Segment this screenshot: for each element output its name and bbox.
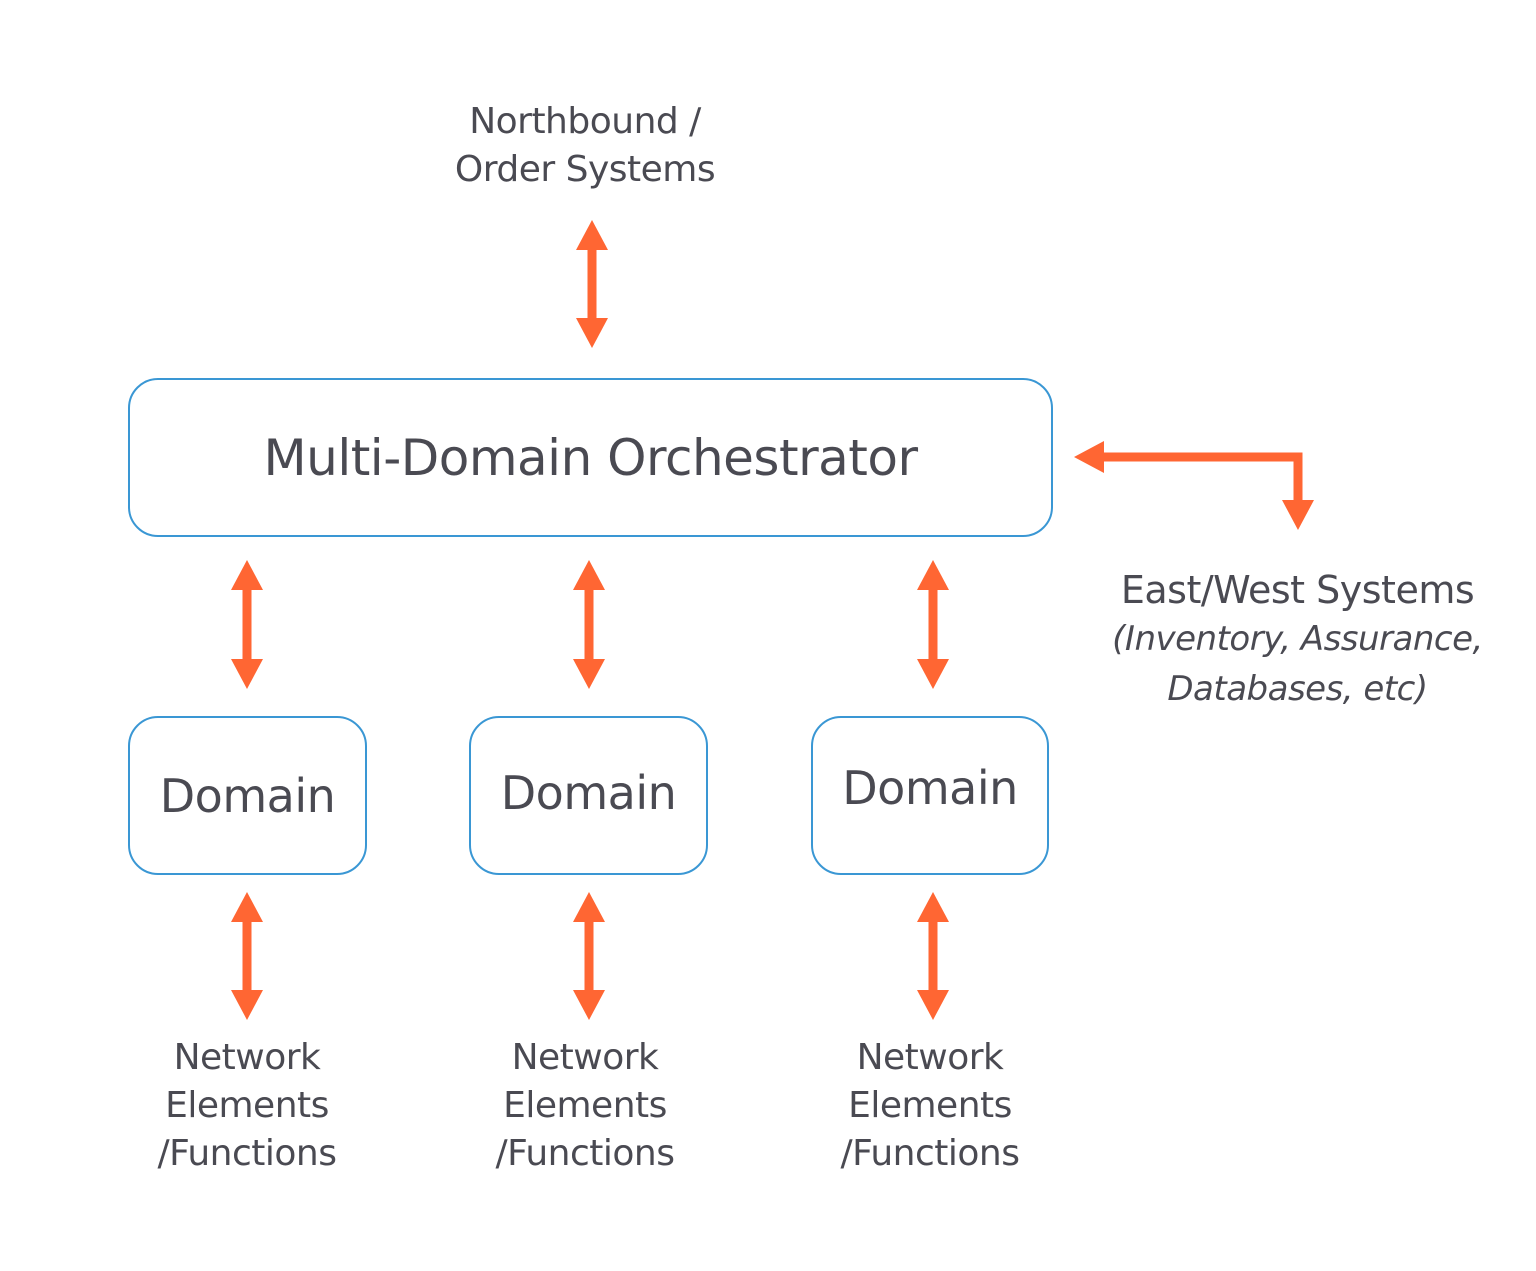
domain-box-3: Domain [811, 716, 1049, 875]
network-elements-1-line-3: /Functions [157, 1133, 337, 1174]
network-elements-2-line-3: /Functions [495, 1133, 675, 1174]
northbound-line-2: Order Systems [454, 149, 716, 190]
domain-network-arrow-3 [917, 892, 949, 1020]
network-elements-label-3: Network Elements /Functions [800, 1034, 1060, 1178]
east-west-detail-line-1: (Inventory, Assurance, [1112, 619, 1483, 659]
northbound-label: Northbound / Order Systems [435, 98, 735, 194]
domain-label-1: Domain [159, 768, 336, 823]
network-elements-2-line-1: Network [511, 1037, 659, 1078]
orchestrator-domain-arrow-2 [573, 560, 605, 689]
network-elements-3-line-1: Network [856, 1037, 1004, 1078]
orchestrator-box: Multi-Domain Orchestrator [128, 378, 1053, 537]
domain-box-1: Domain [128, 716, 367, 875]
network-elements-1-line-1: Network [173, 1037, 321, 1078]
network-elements-2-line-2: Elements [503, 1085, 667, 1126]
domain-box-2: Domain [469, 716, 708, 875]
network-elements-label-2: Network Elements /Functions [455, 1034, 715, 1178]
orchestrator-domain-arrow-3 [917, 560, 949, 689]
network-elements-label-1: Network Elements /Functions [117, 1034, 377, 1178]
domain-network-arrow-2 [573, 892, 605, 1020]
northbound-arrow [576, 220, 608, 348]
east-west-label: East/West Systems (Inventory, Assurance,… [1085, 566, 1510, 714]
orchestrator-domain-arrow-1 [231, 560, 263, 689]
domain-label-3: Domain [842, 760, 1018, 815]
northbound-line-1: Northbound / [469, 101, 701, 142]
domain-label-2: Domain [500, 765, 677, 820]
network-elements-3-line-2: Elements [848, 1085, 1012, 1126]
network-elements-1-line-2: Elements [165, 1085, 329, 1126]
east-west-arrow [1074, 441, 1314, 530]
domain-network-arrow-1 [231, 892, 263, 1020]
east-west-detail-line-2: Databases, etc) [1167, 669, 1428, 709]
east-west-title: East/West Systems [1120, 568, 1475, 612]
orchestrator-label: Multi-Domain Orchestrator [263, 428, 918, 487]
network-elements-3-line-3: /Functions [840, 1133, 1020, 1174]
